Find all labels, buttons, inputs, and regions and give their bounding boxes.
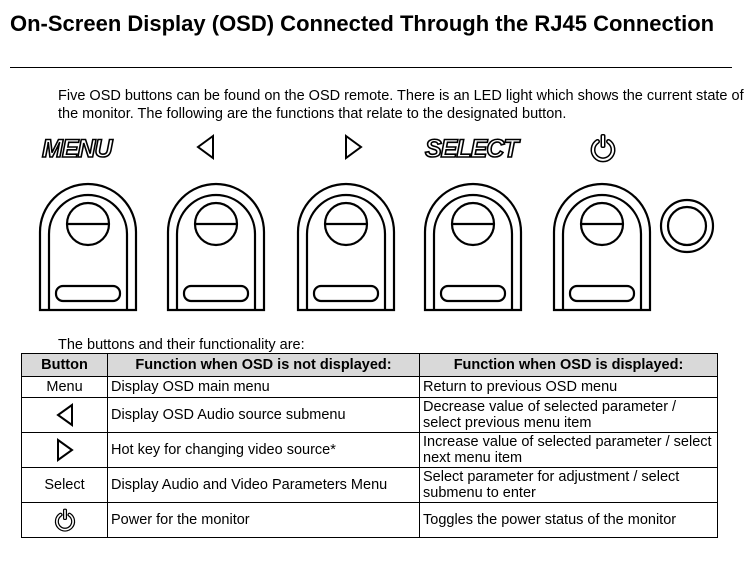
row-displayed: Select parameter for adjustment / select… (419, 467, 718, 503)
table-row: Hot key for changing video source* Incre… (21, 432, 718, 468)
row-button-menu: Menu (21, 376, 108, 398)
header-not-displayed: Function when OSD is not displayed: (107, 353, 420, 377)
table-row: Select Display Audio and Video Parameter… (21, 467, 718, 503)
left-triangle-icon (196, 134, 214, 160)
row-not-displayed: Display OSD Audio source submenu (107, 397, 420, 433)
intro-paragraph: Five OSD buttons can be found on the OSD… (58, 88, 744, 122)
button-functions-table: Button Function when OSD is not displaye… (21, 353, 718, 538)
row-button-select: Select (21, 467, 108, 503)
power-icon (590, 134, 616, 163)
heading-rule (10, 67, 732, 68)
row-displayed: Return to previous OSD menu (419, 376, 718, 398)
left-triangle-icon (55, 403, 73, 427)
button-labels-row: MENU SELECT (0, 132, 746, 168)
power-button-drawing (552, 182, 652, 312)
right-button-drawing (296, 182, 396, 312)
row-not-displayed: Display OSD main menu (107, 376, 420, 398)
row-not-displayed: Display Audio and Video Parameters Menu (107, 467, 420, 503)
row-button-power (21, 502, 108, 538)
menu-label: MENU (41, 134, 113, 164)
left-button-drawing (166, 182, 266, 312)
row-displayed: Increase value of selected parameter / s… (419, 432, 718, 468)
row-displayed: Toggles the power status of the monitor (419, 502, 718, 538)
table-header-row: Button Function when OSD is not displaye… (21, 353, 718, 377)
right-triangle-icon (56, 438, 74, 462)
osd-remote-drawing (38, 182, 715, 312)
table-row: Menu Display OSD main menu Return to pre… (21, 376, 718, 398)
power-icon (54, 508, 75, 532)
right-triangle-icon (345, 134, 363, 160)
table-row: Display OSD Audio source submenu Decreas… (21, 397, 718, 433)
select-label: SELECT (424, 134, 519, 164)
header-displayed: Function when OSD is displayed: (419, 353, 718, 377)
header-button: Button (21, 353, 108, 377)
row-not-displayed: Power for the monitor (107, 502, 420, 538)
table-row: Power for the monitor Toggles the power … (21, 502, 718, 538)
led-indicator-drawing (659, 198, 715, 254)
select-button-drawing (423, 182, 523, 312)
row-button-right (21, 432, 108, 468)
row-not-displayed: Hot key for changing video source* (107, 432, 420, 468)
row-button-left (21, 397, 108, 433)
row-displayed: Decrease value of selected parameter / s… (419, 397, 718, 433)
menu-button-drawing (38, 182, 138, 312)
page-heading: On-Screen Display (OSD) Connected Throug… (10, 11, 715, 36)
table-caption: The buttons and their functionality are: (58, 337, 305, 353)
